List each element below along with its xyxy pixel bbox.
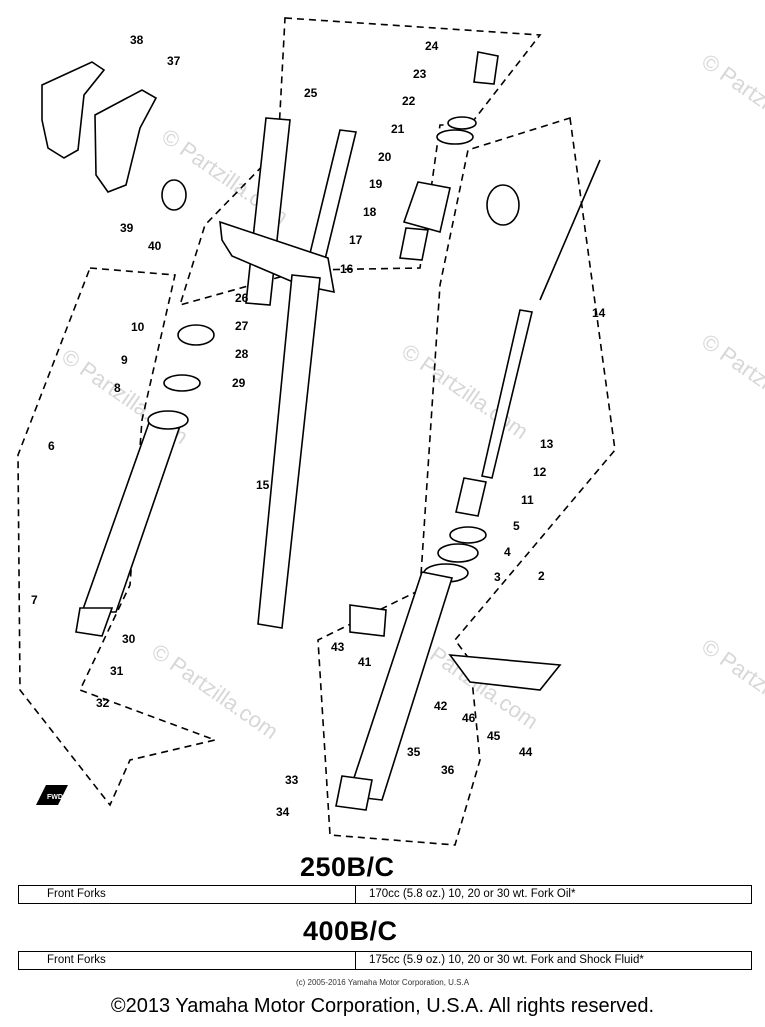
part-number-42: 42	[434, 699, 448, 713]
part-number-9: 9	[121, 353, 128, 367]
part-number-28: 28	[235, 347, 249, 361]
part-number-3: 3	[494, 570, 501, 584]
watermark: © Partzilla.com	[697, 49, 765, 155]
axle-holder-right	[335, 775, 373, 811]
copyright-small: (c) 2005-2016 Yamaha Motor Corporation, …	[295, 978, 470, 987]
part-number-29: 29	[232, 376, 246, 390]
part-number-43: 43	[331, 640, 345, 654]
outer-tube-left	[80, 419, 184, 613]
ring-5	[449, 526, 487, 544]
left-fork-outline	[17, 267, 218, 807]
part-number-22: 22	[402, 94, 416, 108]
part-number-36: 36	[441, 763, 455, 777]
boot-18	[402, 181, 451, 233]
spec-label-2: Front Forks	[47, 954, 106, 966]
part-number-20: 20	[378, 150, 392, 164]
seal-8	[147, 410, 189, 430]
piston-12	[455, 477, 487, 517]
part-number-labels: 2345678910111213141516171819202122232425…	[31, 33, 606, 819]
spec-row-1: Front Forks 170cc (5.8 oz.) 10, 20 or 30…	[18, 885, 752, 904]
part-number-30: 30	[122, 632, 136, 646]
part-number-18: 18	[363, 205, 377, 219]
part-number-6: 6	[48, 439, 55, 453]
fwd-arrow-icon	[36, 785, 68, 805]
ring-4	[437, 543, 479, 563]
part-number-11: 11	[521, 493, 534, 507]
part-number-12: 12	[533, 465, 547, 479]
part-number-10: 10	[131, 320, 145, 334]
parts-diagram: © Partzilla.com © Partzilla.com © Partzi…	[17, 17, 765, 846]
part-number-34: 34	[276, 805, 290, 819]
part-number-32: 32	[96, 696, 110, 710]
model-title-2: 400B/C	[303, 916, 398, 946]
part-number-41: 41	[358, 655, 372, 669]
fork-parts	[41, 51, 601, 811]
part-number-46: 46	[462, 711, 476, 725]
group-outlines	[17, 17, 616, 846]
part-number-27: 27	[235, 319, 249, 333]
part-number-13: 13	[540, 437, 554, 451]
bracket-37	[94, 89, 158, 193]
inner-tube-15	[257, 274, 321, 629]
outer-tube-right	[346, 571, 454, 801]
part-number-31: 31	[110, 664, 124, 678]
watermark: © Partzilla.com	[697, 329, 765, 435]
seal-9	[163, 374, 201, 392]
part-number-5: 5	[513, 519, 520, 533]
damper-rod-13	[481, 309, 533, 479]
spec-divider-2	[355, 952, 356, 969]
part-number-23: 23	[413, 67, 427, 81]
part-number-26: 26	[235, 291, 249, 305]
dust-seal-10	[177, 324, 215, 346]
part-number-4: 4	[504, 545, 511, 559]
copyright-footer: ©2013 Yamaha Motor Corporation, U.S.A. A…	[110, 995, 655, 1017]
fwd-label: FWD	[47, 794, 63, 801]
bracket-38	[41, 61, 106, 159]
spec-value-1: 170cc (5.8 oz.) 10, 20 or 30 wt. Fork Oi…	[369, 888, 576, 900]
spec-row-2: Front Forks 175cc (5.9 oz.) 10, 20 or 30…	[18, 951, 752, 970]
part-number-33: 33	[285, 773, 299, 787]
part-number-45: 45	[487, 729, 501, 743]
part-number-8: 8	[114, 381, 121, 395]
part-number-19: 19	[369, 177, 383, 191]
cable-guide-43	[349, 604, 387, 637]
part-number-44: 44	[519, 745, 533, 759]
part-number-15: 15	[256, 478, 270, 492]
cap-24	[473, 51, 499, 85]
model-title-1: 250B/C	[300, 852, 395, 882]
reflector-39-right	[486, 184, 520, 226]
part-number-24: 24	[425, 39, 439, 53]
part-number-25: 25	[304, 86, 318, 100]
part-number-17: 17	[349, 233, 363, 247]
spec-divider-1	[355, 886, 356, 903]
part-number-21: 21	[391, 122, 405, 136]
watermark: © Partzilla.com	[147, 639, 283, 745]
right-fork-outline	[317, 116, 616, 846]
part-number-2: 2	[538, 569, 545, 583]
upper-bracket-outline	[178, 17, 542, 307]
spring-14	[539, 159, 601, 301]
part-number-7: 7	[31, 593, 38, 607]
spec-value-2: 175cc (5.9 oz.) 10, 20 or 30 wt. Fork an…	[369, 954, 644, 966]
fwd-arrow: FWD	[36, 785, 68, 805]
washer-20	[436, 129, 474, 145]
reflector-39-left	[161, 179, 187, 211]
part-number-14: 14	[592, 306, 606, 320]
part-number-39: 39	[120, 221, 134, 235]
part-number-35: 35	[407, 745, 421, 759]
spec-label-1: Front Forks	[47, 888, 106, 900]
part-number-38: 38	[130, 33, 144, 47]
fender-stay	[448, 654, 562, 691]
part-number-40: 40	[148, 239, 162, 253]
watermark: © Partzilla.com	[697, 634, 765, 740]
part-number-16: 16	[340, 262, 354, 276]
washer-21	[447, 116, 477, 130]
collar-17	[399, 227, 429, 261]
part-number-37: 37	[167, 54, 181, 68]
outer-tube-left-bottom	[75, 607, 114, 637]
